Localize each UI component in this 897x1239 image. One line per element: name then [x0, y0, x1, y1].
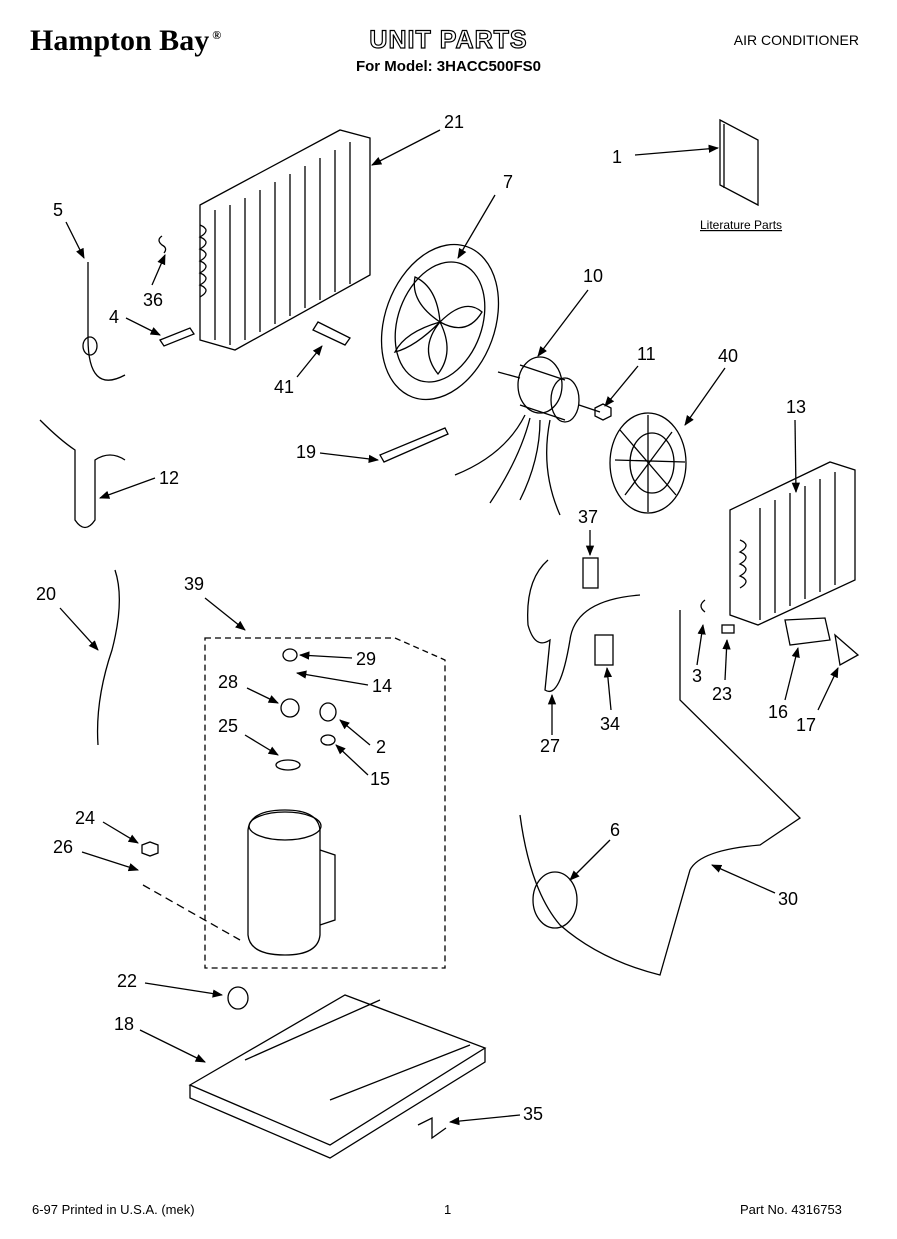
literature-label: Literature Parts: [700, 218, 782, 232]
page-title: UNIT PARTS: [369, 25, 528, 54]
compressor: [247, 809, 336, 956]
callout-11: 11: [637, 344, 656, 364]
callout-6: 6: [610, 820, 620, 840]
callout-22: 22: [117, 971, 137, 991]
callout-19: 19: [296, 442, 316, 462]
callout-25: 25: [218, 716, 238, 736]
screw-4: [159, 327, 195, 347]
callout-20: 20: [36, 584, 56, 604]
tie-strap: [379, 427, 449, 463]
callout-17: 17: [796, 715, 816, 735]
part-35: [417, 1116, 447, 1140]
product-category: AIR CONDITIONER: [733, 32, 859, 48]
callout-13: 13: [786, 397, 806, 417]
callout-18: 18: [114, 1014, 134, 1034]
fan-shroud: [380, 243, 500, 401]
callout-5: 5: [53, 200, 63, 220]
callout-numbers: 21 7 1 5 36 4 41 10 11 40 13 12 19 37 20…: [36, 112, 816, 1124]
callout-3: 3: [692, 666, 702, 686]
footer-print-info: 6-97 Printed in U.S.A. (mek): [32, 1202, 195, 1217]
model-subtitle: For Model: 3HACC500FS0: [355, 58, 542, 75]
base-pan: [188, 994, 487, 1159]
literature-booklet: [719, 118, 759, 207]
brand-logo: Hampton Bay®: [30, 24, 222, 57]
callout-39: 39: [184, 574, 204, 594]
callout-16: 16: [768, 702, 788, 722]
footer-page-number: 1: [444, 1202, 452, 1217]
callout-29: 29: [356, 649, 376, 669]
blower-wheel: [609, 412, 687, 514]
callout-27: 27: [540, 736, 560, 756]
callout-34: 34: [600, 714, 620, 734]
callout-23: 23: [712, 684, 732, 704]
evaporator-coil: [729, 461, 856, 626]
part-2: [319, 702, 337, 722]
part-22: [227, 986, 249, 1010]
part-24: [141, 841, 159, 857]
condenser-coil: [198, 129, 371, 351]
callout-37: 37: [578, 507, 598, 527]
clip-36: [158, 235, 167, 254]
part-37: [582, 557, 599, 589]
callout-4: 4: [109, 307, 119, 327]
leader-26: [142, 884, 241, 941]
compressor-box: [204, 637, 446, 969]
clip-3: [700, 599, 706, 613]
callout-12: 12: [159, 468, 179, 488]
callout-41: 41: [274, 377, 294, 397]
footer-part-number: Part No. 4316753: [740, 1202, 842, 1217]
suction-tube: [39, 419, 126, 529]
fan-motor: [454, 356, 601, 516]
part-15: [320, 734, 336, 746]
nut-11: [594, 403, 612, 421]
tube-27: [527, 559, 641, 693]
part-6: [532, 871, 578, 929]
bracket-41: [312, 321, 351, 346]
tubing-30: [519, 610, 802, 976]
callout-1: 1: [612, 147, 622, 167]
callout-30: 30: [778, 889, 798, 909]
capillary-tube: [87, 262, 126, 381]
part-28: [280, 698, 300, 718]
part-23: [721, 624, 735, 634]
nut-29: [282, 648, 298, 662]
callout-26: 26: [53, 837, 73, 857]
wire-harness: [96, 569, 120, 746]
callout-24: 24: [75, 808, 95, 828]
part-34: [594, 634, 614, 666]
callout-10: 10: [583, 266, 603, 286]
part-17: [834, 633, 860, 667]
callout-leaders: [59, 129, 839, 1126]
callout-36: 36: [143, 290, 163, 310]
callout-40: 40: [718, 346, 738, 366]
part-16: [784, 617, 831, 646]
tube-fitting: [82, 336, 98, 356]
callout-35: 35: [523, 1104, 543, 1124]
part-25: [275, 759, 301, 771]
callout-2: 2: [376, 737, 386, 757]
callout-7: 7: [503, 172, 513, 192]
callout-21: 21: [444, 112, 464, 132]
callout-14: 14: [372, 676, 392, 696]
callout-15: 15: [370, 769, 390, 789]
callout-28: 28: [218, 672, 238, 692]
